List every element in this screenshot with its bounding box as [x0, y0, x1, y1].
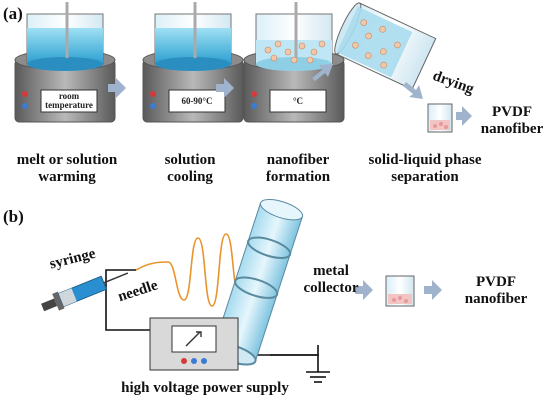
hot-plate-beaker-icon	[142, 2, 244, 123]
ground-icon	[306, 371, 330, 383]
product-label: PVDF nanofiber	[480, 104, 544, 137]
temperature-readout: °C	[292, 96, 304, 106]
collector-label: metal collector	[303, 263, 359, 296]
arrow-icon	[312, 64, 333, 81]
small-beaker-icon	[427, 103, 453, 133]
small-beaker-icon	[385, 275, 415, 307]
arrow-icon	[216, 78, 234, 98]
arrow-icon	[355, 280, 373, 300]
step-label: melt or solution warming	[16, 152, 118, 185]
arrow-icon	[108, 78, 126, 98]
product-label: PVDF nanofiber	[464, 274, 528, 307]
power-supply-label: high voltage power supply	[121, 380, 289, 396]
step-label: nanofiber formation	[265, 152, 331, 185]
arrow-icon	[424, 280, 442, 300]
temperature-readout: room temperature	[45, 91, 93, 110]
syringe-icon	[41, 272, 129, 312]
panel-label-b: (b)	[3, 207, 24, 226]
wire	[105, 269, 319, 372]
temperature-readout: 60-90°C	[181, 96, 213, 106]
panel-label-a: (a)	[3, 4, 23, 23]
arrow-icon	[456, 106, 472, 126]
tilted-beaker-icon	[334, 2, 437, 90]
step-label: solid-liquid phase separation	[368, 152, 482, 185]
step-label: solution cooling	[164, 152, 216, 185]
arrow-icon	[403, 82, 423, 99]
hot-plate-beaker-icon	[14, 2, 116, 123]
power-supply-icon	[149, 317, 239, 371]
